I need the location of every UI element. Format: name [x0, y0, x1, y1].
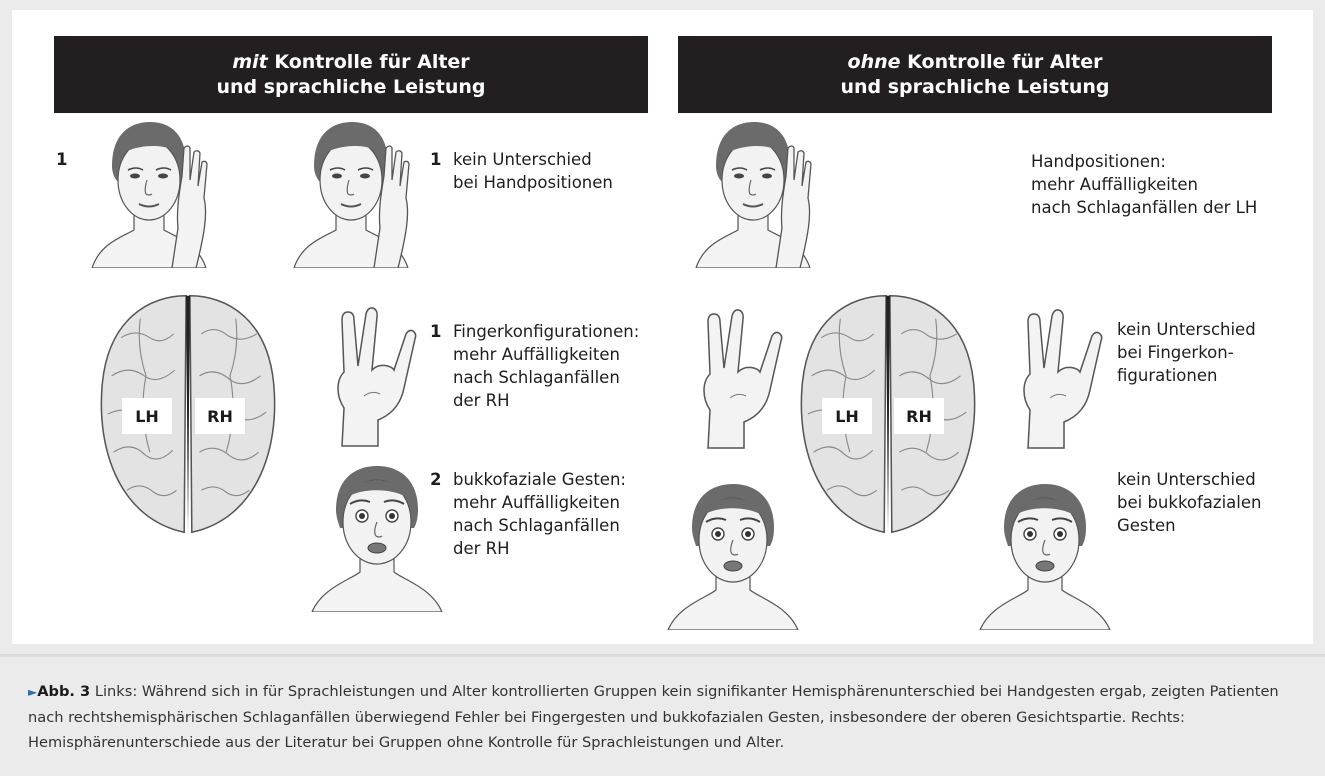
face-mouth-illustration-right-2 [970, 480, 1120, 630]
left-face-number: 1 [56, 150, 67, 169]
left-item-1-text: kein Unterschied bei Handpositionen [453, 148, 613, 194]
left-item-2-line-1: Fingerkonfigurationen: [453, 320, 639, 343]
hand-illustration-left [322, 300, 422, 450]
right-item-3-line-2: bei bukkofazialen [1117, 491, 1261, 514]
brain-right-rh-label: RH [894, 398, 944, 434]
face-hand-illustration-left-2 [274, 118, 424, 268]
header-right-line1-rest: Kontrolle für Alter [901, 51, 1103, 73]
right-item-3-line-1: kein Unterschied [1117, 468, 1261, 491]
header-right-line2: und sprachliche Leistung [678, 75, 1272, 100]
caption-text: Links: Während sich in für Sprachleistun… [28, 683, 1279, 751]
brain-left-lh-label: LH [122, 398, 172, 434]
header-right: ohne Kontrolle für Alter und sprachliche… [678, 36, 1272, 113]
brain-left-rh-label: RH [195, 398, 245, 434]
left-item-2-text: Fingerkonfigurationen: mehr Auffälligkei… [453, 320, 639, 412]
left-item-2-line-2: mehr Auffälligkeiten [453, 343, 639, 366]
right-item-1-line-2: mehr Auffälligkeiten [1031, 173, 1257, 196]
left-item-3-line-1: bukkofaziale Gesten: [453, 468, 626, 491]
right-item-2-text: kein Unterschied bei Fingerkon- figurati… [1117, 318, 1256, 387]
header-right-italic: ohne [848, 51, 901, 73]
left-item-3-number: 2 [430, 470, 441, 489]
right-item-1-line-3: nach Schlaganfällen der LH [1031, 196, 1257, 219]
caption-label: Abb. 3 [37, 683, 90, 700]
hand-illustration-right-1 [688, 302, 788, 452]
right-item-1-line-1: Handpositionen: [1031, 150, 1257, 173]
header-left-line2: und sprachliche Leistung [54, 75, 648, 100]
left-item-3-line-3: nach Schlaganfällen [453, 514, 626, 537]
brain-illustration-right [790, 290, 986, 538]
header-left-italic: mit [232, 51, 267, 73]
header-right-line1: ohne Kontrolle für Alter [678, 50, 1272, 75]
right-item-2-line-1: kein Unterschied [1117, 318, 1256, 341]
caption-arrow-icon: ► [28, 685, 37, 699]
left-item-2-line-4: der RH [453, 389, 639, 412]
header-left-line1: mit Kontrolle für Alter [54, 50, 648, 75]
left-item-2-number: 1 [430, 322, 441, 341]
brain-right-lh-label: LH [822, 398, 872, 434]
face-hand-illustration-left-1 [72, 118, 222, 268]
caption-panel: ►Abb. 3 Links: Während sich in für Sprac… [0, 654, 1325, 776]
figure-panel: mit Kontrolle für Alter und sprachliche … [12, 10, 1313, 644]
right-item-2-line-3: figurationen [1117, 364, 1256, 387]
figure-caption: ►Abb. 3 Links: Während sich in für Sprac… [28, 679, 1298, 755]
left-item-2-line-3: nach Schlaganfällen [453, 366, 639, 389]
right-item-3-line-3: Gesten [1117, 514, 1261, 537]
brain-illustration-left [90, 290, 286, 538]
header-left: mit Kontrolle für Alter und sprachliche … [54, 36, 648, 113]
hand-illustration-right-2 [1008, 302, 1108, 452]
left-item-3-line-2: mehr Auffälligkeiten [453, 491, 626, 514]
face-mouth-illustration-right-1 [658, 480, 808, 630]
face-hand-illustration-right [676, 118, 826, 268]
header-left-line1-rest: Kontrolle für Alter [268, 51, 470, 73]
left-item-3-text: bukkofaziale Gesten: mehr Auffälligkeite… [453, 468, 626, 560]
right-item-3-text: kein Unterschied bei bukkofazialen Geste… [1117, 468, 1261, 537]
left-item-1-line-2: bei Handpositionen [453, 171, 613, 194]
left-item-3-line-4: der RH [453, 537, 626, 560]
left-item-1-line-1: kein Unterschied [453, 148, 613, 171]
right-item-1-text: Handpositionen: mehr Auffälligkeiten nac… [1031, 150, 1257, 219]
left-item-1-number: 1 [430, 150, 441, 169]
right-item-2-line-2: bei Fingerkon- [1117, 341, 1256, 364]
